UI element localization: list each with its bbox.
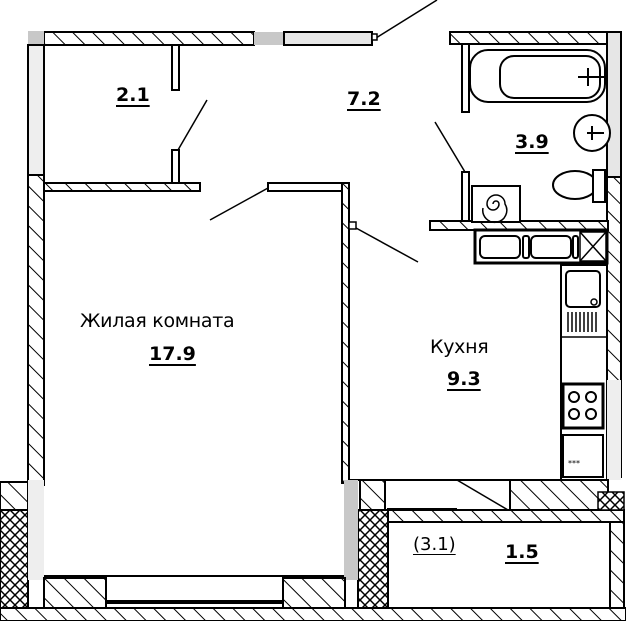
balcony xyxy=(0,481,625,611)
balcony-area: 1.5 xyxy=(505,541,539,563)
storage-area: 2.1 xyxy=(116,84,150,106)
ventilation-ducts xyxy=(473,228,609,265)
bathroom-area: 3.9 xyxy=(515,131,549,153)
living-room-partition xyxy=(209,182,419,484)
balcony-door xyxy=(456,479,509,511)
living-room-name: Жилая комната xyxy=(80,310,235,332)
left-wall xyxy=(27,174,45,486)
sink-icon xyxy=(573,114,611,152)
kitchen-sink-icon xyxy=(565,270,601,308)
living-room-area: 17.9 xyxy=(149,343,196,365)
living-room-bottom-wall xyxy=(0,480,626,621)
balcony-window xyxy=(106,600,283,604)
entrance-door xyxy=(375,0,438,39)
hallway-area: 7.2 xyxy=(347,88,381,110)
left-window-upper xyxy=(27,44,45,176)
top-wall xyxy=(28,31,373,46)
toilet-icon xyxy=(552,169,606,203)
svg-text:***: *** xyxy=(568,459,580,468)
kitchen-name: Кухня xyxy=(430,336,489,358)
kitchen-area: 9.3 xyxy=(447,368,481,390)
kitchen-counter: *** xyxy=(560,264,608,481)
washing-machine-icon xyxy=(562,434,604,478)
balcony-full-area: (3.1) xyxy=(413,534,456,555)
storage-walls xyxy=(43,44,208,192)
boiler-icon xyxy=(471,185,521,224)
stove-icon xyxy=(561,382,605,430)
bathtub-icon xyxy=(469,49,606,103)
